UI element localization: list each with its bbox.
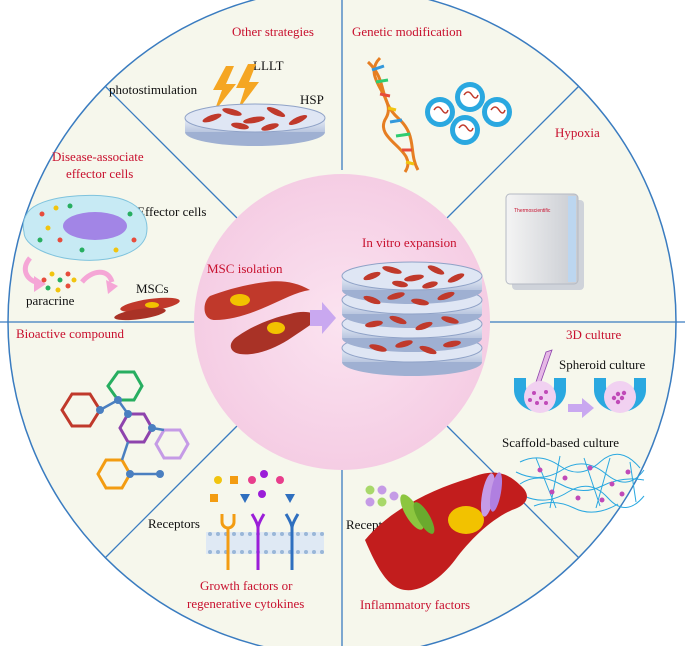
label-hsp: HSP <box>300 92 324 107</box>
title-bioactive-compound: Bioactive compound <box>16 326 124 341</box>
msc-isolation-cells-icon <box>204 281 320 355</box>
scaffold-cells-icon <box>537 465 631 503</box>
label-growth-receptors: Receptors <box>148 516 200 531</box>
title-other-strategies: Other strategies <box>232 24 314 39</box>
label-paracrine: paracrine <box>26 293 75 308</box>
title-disease-effector-line1: Disease-associate <box>52 149 144 164</box>
label-mscs: MSCs <box>136 281 169 296</box>
title-hypoxia: Hypoxia <box>555 125 600 140</box>
paracrine-arrowheads-icon <box>34 276 118 294</box>
title-3d-culture: 3D culture <box>566 327 621 342</box>
virus-particles-icon <box>425 82 512 145</box>
title-inflammatory-factors: Inflammatory factors <box>360 597 470 612</box>
label-effector-cells: Effector cells <box>137 204 206 219</box>
center-circle <box>194 174 490 470</box>
title-genetic-modification: Genetic modification <box>352 24 463 39</box>
inflammatory-factor-dots-icon <box>365 485 399 507</box>
expansion-arrow-icon <box>310 302 336 334</box>
scaffold-mesh-icon <box>515 453 645 513</box>
growth-factor-particles-icon <box>210 470 295 503</box>
petri-dish-icon <box>184 103 326 146</box>
dna-helix-icon <box>366 56 420 173</box>
title-growth-factors-line1: Growth factors or <box>200 578 293 593</box>
label-spheroid-culture: Spheroid culture <box>559 357 646 372</box>
receptor-ovals-icon <box>400 472 503 534</box>
label-lllt: LLLT <box>253 58 284 73</box>
label-in-vitro-expansion: In vitro expansion <box>362 235 457 250</box>
stacked-petri-dishes-icon <box>341 261 483 376</box>
incubator-device-icon <box>505 193 584 290</box>
effector-cell-icon <box>22 194 148 261</box>
title-growth-factors-line2: regenerative cytokines <box>187 596 304 611</box>
paracrine-factors-icon <box>41 271 77 293</box>
growth-receptor-icons <box>220 513 300 570</box>
molecule-structure-icon <box>60 370 190 490</box>
cell-membrane-icon <box>206 532 324 554</box>
title-disease-effector-line2: effector cells <box>66 166 133 181</box>
device-brand-label: Thermoscientific <box>514 208 551 214</box>
lightning-bolt-icon <box>213 64 259 112</box>
mscs-cells-icon <box>114 297 180 321</box>
label-photostimulation: photostimulation <box>109 82 198 97</box>
spheroid-culture-icon <box>514 349 646 418</box>
label-scaffold-culture: Scaffold-based culture <box>502 435 619 450</box>
label-msc-isolation: MSC isolation <box>207 261 283 276</box>
